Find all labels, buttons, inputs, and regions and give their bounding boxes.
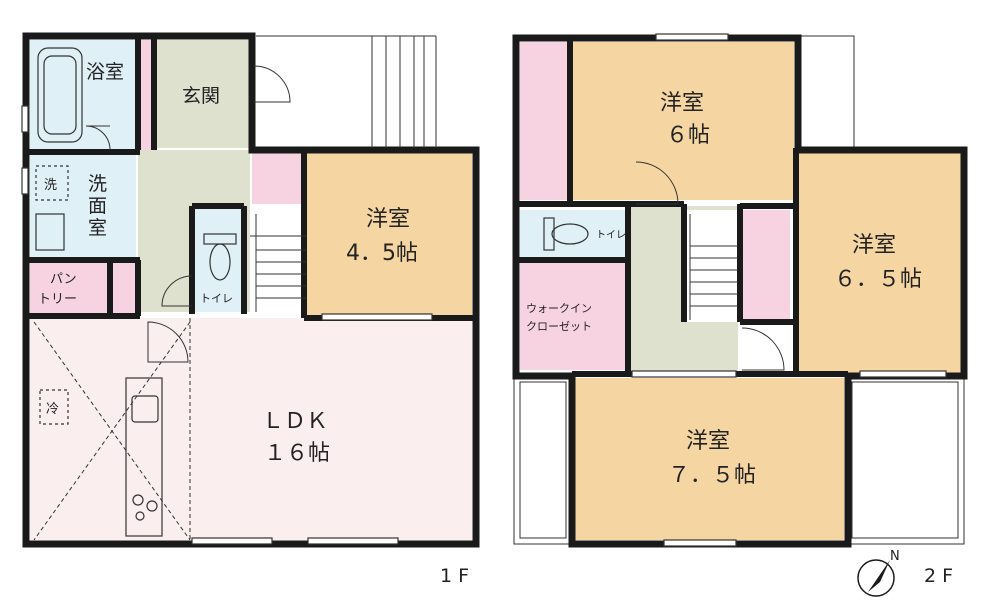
window-bath: [21, 105, 29, 133]
label-washroom-1: 洗: [88, 173, 107, 195]
window-ldk-bottom-2: [307, 537, 399, 545]
compass-needle-icon: [868, 560, 890, 592]
shoe-closet-area: [252, 152, 302, 204]
label-pantry-2: トリー: [38, 292, 77, 307]
window-washroom: [21, 167, 29, 195]
walkin-area: [520, 260, 626, 370]
western-room-1f-area: [306, 152, 472, 316]
floor-1-label: 1 F: [440, 565, 469, 587]
stove-burner-1: [132, 494, 144, 506]
hall-strip-area: [138, 40, 154, 150]
doors-2f: [635, 161, 785, 371]
pantry-area: [30, 262, 108, 314]
window-ldk-bottom-1: [191, 537, 273, 545]
label-western-75-size: ７．５帖: [668, 463, 756, 488]
label-western-65: 洋室: [852, 233, 896, 258]
label-ldk-size: １６帖: [264, 441, 330, 466]
washbasin: [35, 213, 65, 251]
label-fridge: 冷: [46, 402, 59, 417]
western-room-65-area: [796, 152, 962, 374]
label-walkin-2: クローゼット: [526, 320, 592, 333]
label-bath: 浴室: [86, 61, 124, 83]
label-western-6: 洋室: [660, 91, 704, 116]
washroom-area: [30, 152, 136, 260]
kitchen-counter: [125, 377, 163, 537]
washer-spot: [35, 165, 69, 201]
label-toilet-1f: トイレ: [200, 292, 233, 305]
label-western-65-size: ６．５帖: [834, 267, 922, 292]
window-2f-bottom: [663, 539, 737, 547]
floor-2: 洋室 ６帖 洋室 ６．５帖 洋室 ７．５帖 トイレ ウォークイン クローゼット …: [512, 33, 968, 587]
stove-burner-3: [135, 511, 145, 521]
label-washroom-2: 面: [88, 195, 107, 217]
label-western-1f-size: 4．5帖: [346, 241, 418, 266]
label-western-6-size: ６帖: [666, 123, 710, 148]
compass-circle: [857, 559, 895, 597]
toilet-tank-2f: [543, 217, 555, 251]
ldk-area: [30, 318, 472, 540]
stair-area-2f: [684, 210, 738, 322]
stove-burner-2: [146, 500, 158, 512]
toilet-area-1f: [194, 208, 242, 312]
window-2f-top: [655, 33, 729, 41]
stairs-1f: [250, 214, 306, 312]
stairs-2f: [689, 214, 738, 320]
entrance-area: [156, 40, 250, 148]
toilet-tank-1f: [203, 233, 237, 245]
window-2f-65-bottom: [859, 370, 947, 378]
label-western-1f: 洋室: [366, 207, 410, 232]
porch-1f: [256, 35, 437, 148]
label-walkin-1: ウォークイン: [526, 302, 592, 315]
toilet-area-2f: [520, 210, 626, 258]
label-pantry-1: パン: [50, 272, 77, 287]
label-entrance: 玄関: [182, 85, 220, 107]
label-washroom-3: 室: [88, 217, 107, 239]
ldk-dashes: [33, 318, 191, 541]
toilet-bowl-2f: [551, 223, 589, 245]
fridge-spot: [39, 389, 69, 425]
western-room-75-area: [574, 378, 844, 540]
western-room-6-area: [572, 42, 794, 200]
compass-north-label: N: [890, 549, 900, 564]
doors-1f: [85, 65, 291, 363]
kitchen-sink: [131, 395, 159, 423]
pantry-side-area: [112, 262, 136, 314]
bathtub-inner: [43, 55, 77, 135]
label-ldk: ＬＤＫ: [262, 409, 328, 434]
closet-2f-mid-area: [742, 210, 790, 322]
window-2f-corridor: [631, 370, 737, 378]
window-room-bottom: [321, 313, 433, 321]
compass: N: [857, 549, 900, 597]
label-western-75: 洋室: [686, 429, 730, 454]
label-toilet-2f: トイレ: [596, 230, 626, 241]
floor-2-label: 2 F: [924, 565, 953, 587]
label-washer: 洗: [44, 178, 57, 193]
walls-1f: [22, 32, 480, 548]
bathroom-area: [30, 40, 136, 152]
closet-2f-top-area: [520, 42, 570, 200]
bathtub: [37, 47, 83, 143]
floor-1: 浴室 玄関 洗 面 室 洗 パン トリー トイレ 洋室 4．5帖 ＬＤＫ １６帖…: [21, 32, 480, 587]
